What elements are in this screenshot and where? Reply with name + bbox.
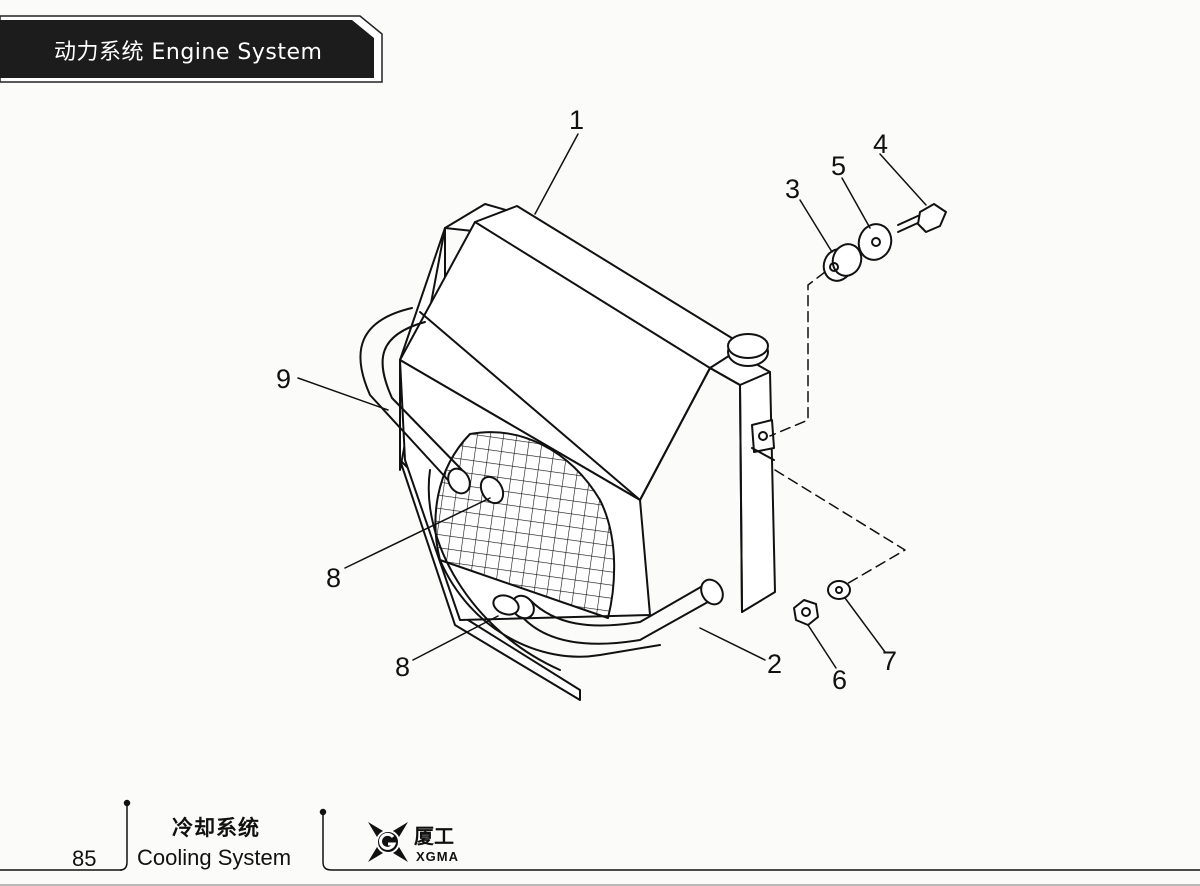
callout-7: 7	[882, 646, 898, 676]
callout-4: 4	[873, 129, 889, 159]
page-title: 动力系统 Engine System	[54, 40, 323, 65]
washer-flat	[857, 223, 893, 261]
hex-nut	[793, 599, 819, 626]
callout-6: 6	[832, 665, 848, 695]
header-tab	[0, 14, 386, 84]
logo-text-en: XGMA	[416, 849, 459, 864]
upper-hose	[359, 307, 463, 481]
fan-guard-mesh	[434, 431, 616, 619]
radiator-cap	[727, 333, 769, 367]
bolt	[897, 203, 947, 233]
rubber-cushion	[822, 243, 863, 282]
lower-shroud-ring	[427, 469, 661, 671]
assembly-lines	[769, 271, 906, 586]
callout-8-lower: 8	[395, 652, 411, 682]
mounting-bracket	[751, 419, 775, 461]
washer-lower	[827, 580, 851, 600]
hose-clamp-lower	[492, 594, 520, 616]
page-number: 85	[72, 846, 97, 871]
callout-3: 3	[785, 174, 801, 204]
section-title-cn: 冷却系统	[172, 816, 260, 840]
callout-5: 5	[831, 151, 847, 181]
callout-2: 2	[767, 649, 783, 679]
callout-9: 9	[276, 364, 292, 394]
xgma-logo-mark	[368, 822, 408, 862]
section-title-en: Cooling System	[137, 845, 292, 870]
lower-hose	[511, 578, 724, 645]
callout-1: 1	[569, 105, 585, 135]
header-tab-shape	[0, 15, 383, 83]
callout-8-upper: 8	[326, 563, 342, 593]
leader-lines	[297, 133, 927, 669]
logo-text-cn: 厦工	[414, 824, 454, 848]
hose-clamp-upper	[447, 467, 505, 505]
